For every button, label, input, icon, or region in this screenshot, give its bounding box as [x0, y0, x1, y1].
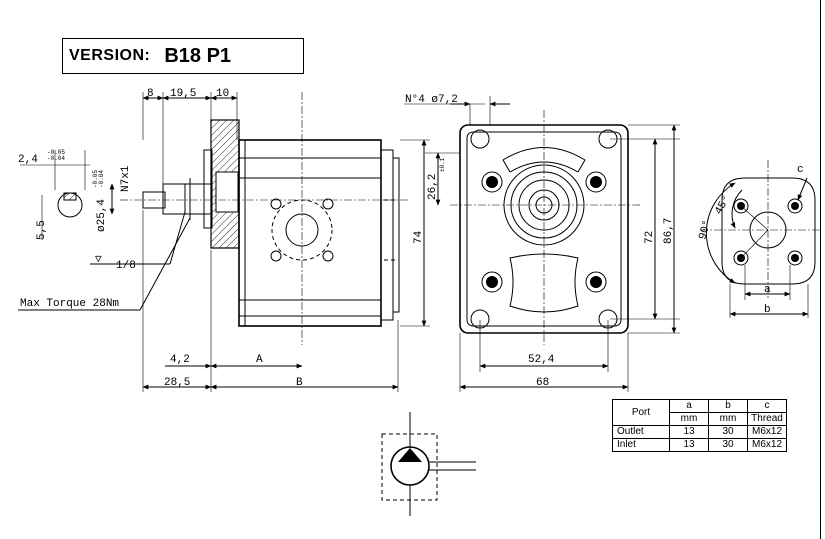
bolt-holes: [481, 171, 607, 293]
header-c: c: [747, 399, 787, 413]
version-label: VERSION:: [69, 47, 151, 64]
port-table: Port a b c mm mm Thread Outlet 13 30 M6x…: [612, 399, 787, 452]
dim-52-4: 52,4: [528, 354, 555, 366]
unit-c: Thread: [747, 412, 787, 426]
dim-n7x1: N7x1: [120, 165, 132, 192]
table-row: Outlet 13 30 M6x12: [612, 425, 787, 439]
dim-b-side: B: [296, 377, 303, 389]
dim-c: c: [797, 164, 804, 176]
frame-border: [820, 0, 821, 539]
dim-72: 72: [644, 231, 656, 244]
version-box: VERSION: B18 P1: [62, 38, 304, 74]
value-a: 13: [669, 425, 709, 439]
dim-2-4-tol-lower: -0.04: [47, 155, 65, 162]
front-view: N°4 ø7,2 26,2 ±0.1: [404, 94, 680, 392]
pump-symbol: [381, 412, 476, 516]
dim-74: 74: [413, 230, 425, 244]
value-b: 30: [708, 425, 748, 439]
unit-a: mm: [669, 412, 709, 426]
dim-8: 8: [147, 88, 154, 100]
header-a: a: [669, 399, 709, 413]
dim-diam-25-4: ø25,4: [96, 199, 108, 232]
dim-1-8: 1/8: [116, 260, 136, 272]
table-row: Inlet 13 30 M6x12: [612, 438, 787, 452]
dim-68: 68: [536, 377, 549, 389]
port-name: Outlet: [612, 425, 670, 439]
dim-28-5: 28,5: [164, 377, 190, 389]
dim-2-4-tol-upper: -0.05: [47, 149, 65, 156]
dim-10: 10: [216, 88, 229, 100]
dim-diam-tol-lower: -0.04: [98, 170, 105, 188]
dim-26-2: 26,2: [427, 174, 439, 200]
header-b: b: [708, 399, 748, 413]
port-view: 90° 45° c a b: [697, 160, 820, 318]
dim-b-port: b: [764, 304, 771, 316]
holes-label: N°4 ø7,2: [405, 94, 458, 106]
value-c: M6x12: [747, 438, 787, 452]
value-b: 30: [708, 438, 748, 452]
dim-5-5: 5,5: [36, 220, 48, 240]
value-c: M6x12: [747, 425, 787, 439]
dim-4-2: 4,2: [170, 354, 190, 366]
dim-19-5: 19,5: [170, 88, 196, 100]
port-name: Inlet: [612, 438, 670, 452]
dim-a-port: a: [764, 284, 771, 296]
version-value: B18 P1: [164, 44, 232, 67]
dim-diam-tol-upper: -0.05: [92, 170, 99, 188]
unit-b: mm: [708, 412, 748, 426]
dim-a-side: A: [256, 354, 263, 366]
dim-90: 90°: [697, 219, 714, 241]
dim-86-7: 86,7: [663, 218, 675, 244]
dim-45: 45°: [713, 194, 733, 217]
dim-2-4: 2,4: [18, 154, 38, 166]
side-view: 8 19,5 10: [18, 88, 430, 392]
port-header: Port: [612, 399, 670, 426]
value-a: 13: [669, 438, 709, 452]
max-torque-label: Max Torque 28Nm: [20, 298, 119, 310]
dim-26-2-tol: ±0.1: [439, 157, 446, 172]
thread-symbol: ▽: [95, 254, 102, 266]
